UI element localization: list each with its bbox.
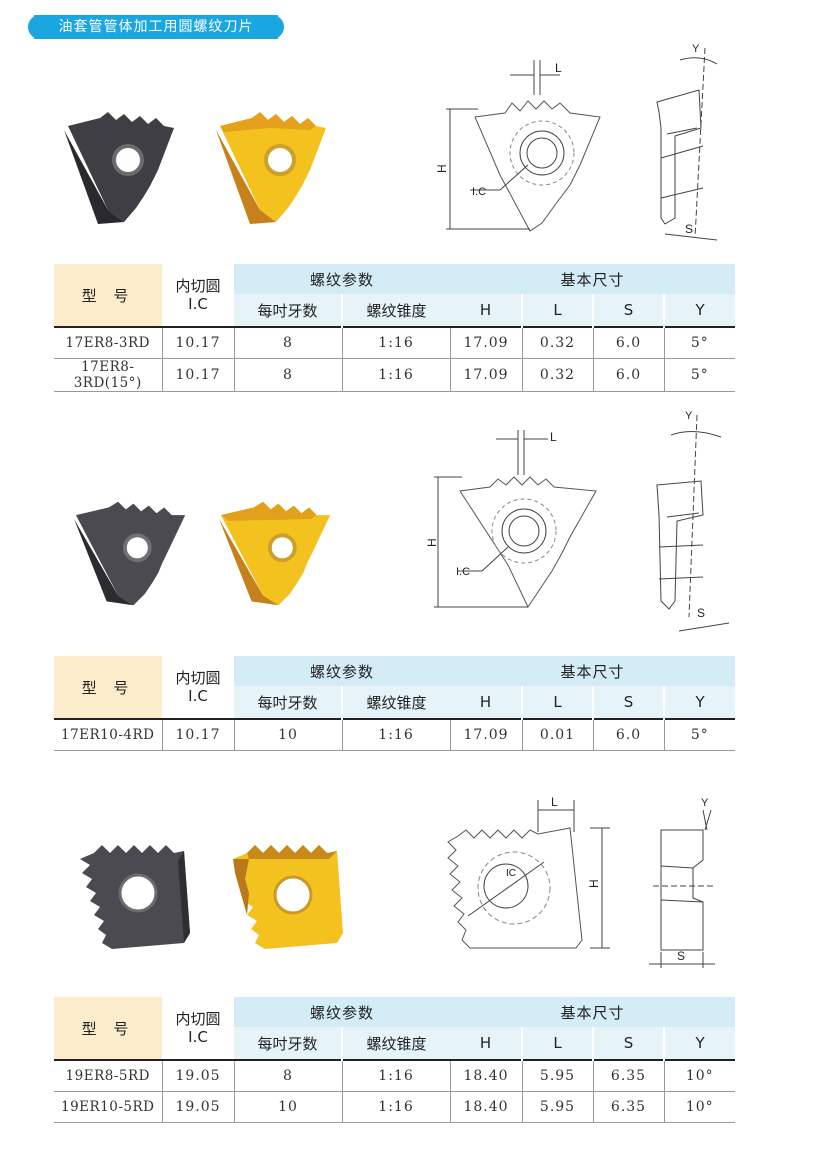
ic-label: I.C bbox=[472, 186, 486, 198]
model-header: 型 号 bbox=[54, 997, 162, 1060]
square-insert-front-drawing: L H IC bbox=[447, 795, 610, 949]
ic-label-3: IC bbox=[506, 868, 516, 879]
table-row: 19ER8-5RD 19.05 8 1:16 18.40 5.95 6.35 1… bbox=[54, 1059, 736, 1092]
gray-triangle-insert-image-2 bbox=[74, 501, 186, 606]
ic-label-2: I.C bbox=[456, 566, 470, 578]
gamma-header: Y bbox=[663, 686, 736, 719]
triangle-insert-side-drawing: Y S bbox=[656, 43, 718, 241]
s-header: S bbox=[592, 686, 665, 719]
taper-header: 螺纹锥度 bbox=[340, 686, 451, 719]
l-header: L bbox=[521, 1027, 594, 1060]
l-label-2: L bbox=[550, 430, 557, 444]
h-label-3: H bbox=[587, 879, 601, 888]
basic-dims-header: 基本尺寸 bbox=[450, 264, 736, 294]
thread-params-header: 螺纹参数 bbox=[234, 264, 451, 294]
model-header: 型 号 bbox=[54, 264, 162, 327]
square-insert-side-drawing: Y S bbox=[649, 797, 715, 968]
l-header: L bbox=[521, 686, 594, 719]
thread-params-header: 螺纹参数 bbox=[234, 997, 451, 1027]
table-row: 17ER8-3RD(15°) 10.17 8 1:16 17.09 0.32 6… bbox=[54, 358, 736, 392]
gamma-header: Y bbox=[663, 294, 736, 327]
gold-triangle-insert-image-2 bbox=[219, 501, 331, 606]
l-label-3: L bbox=[551, 795, 558, 809]
gamma-label-2: Y bbox=[685, 410, 693, 422]
h-header: H bbox=[450, 1027, 523, 1060]
gold-triangle-insert-image bbox=[216, 112, 326, 224]
table-row: 19ER10-5RD 19.05 10 1:16 18.40 5.95 6.35… bbox=[54, 1091, 736, 1123]
s-label-3: S bbox=[677, 949, 685, 963]
triangle-insert-side-drawing-2: Y S bbox=[656, 410, 730, 632]
h-header: H bbox=[450, 294, 523, 327]
h-label: H bbox=[435, 164, 449, 173]
gamma-label: Y bbox=[692, 43, 700, 55]
thread-params-header: 螺纹参数 bbox=[234, 656, 451, 686]
model-header: 型 号 bbox=[54, 656, 162, 719]
gamma-header: Y bbox=[663, 1027, 736, 1060]
triangle-insert-front-drawing-2: L H I.C bbox=[425, 430, 597, 609]
gray-triangle-insert-image bbox=[64, 112, 174, 224]
tpi-header: 每吋牙数 bbox=[234, 686, 342, 719]
basic-dims-header: 基本尺寸 bbox=[450, 656, 736, 686]
l-header: L bbox=[521, 294, 594, 327]
s-label-2: S bbox=[697, 606, 705, 620]
s-label: S bbox=[685, 222, 693, 236]
table-row: 17ER10-4RD 10.17 10 1:16 17.09 0.01 6.0 … bbox=[54, 718, 736, 751]
taper-header: 螺纹锥度 bbox=[340, 294, 451, 327]
gold-square-insert-image bbox=[233, 845, 343, 949]
s-header: S bbox=[592, 294, 665, 327]
l-label: L bbox=[555, 61, 562, 75]
basic-dims-header: 基本尺寸 bbox=[450, 997, 736, 1027]
h-header: H bbox=[450, 686, 523, 719]
h-label-2: H bbox=[425, 538, 439, 547]
table-row: 17ER8-3RD 10.17 8 1:16 17.09 0.32 6.0 5° bbox=[54, 326, 736, 359]
s-header: S bbox=[592, 1027, 665, 1060]
tpi-header: 每吋牙数 bbox=[234, 294, 342, 327]
gamma-label-3: Y bbox=[701, 797, 709, 809]
taper-header: 螺纹锥度 bbox=[340, 1027, 451, 1060]
tpi-header: 每吋牙数 bbox=[234, 1027, 342, 1060]
gray-square-insert-image bbox=[80, 845, 190, 949]
page-title: 油套管管体加工用圆螺纹刀片 bbox=[28, 15, 284, 39]
triangle-insert-front-drawing: L H I.C bbox=[435, 60, 601, 232]
